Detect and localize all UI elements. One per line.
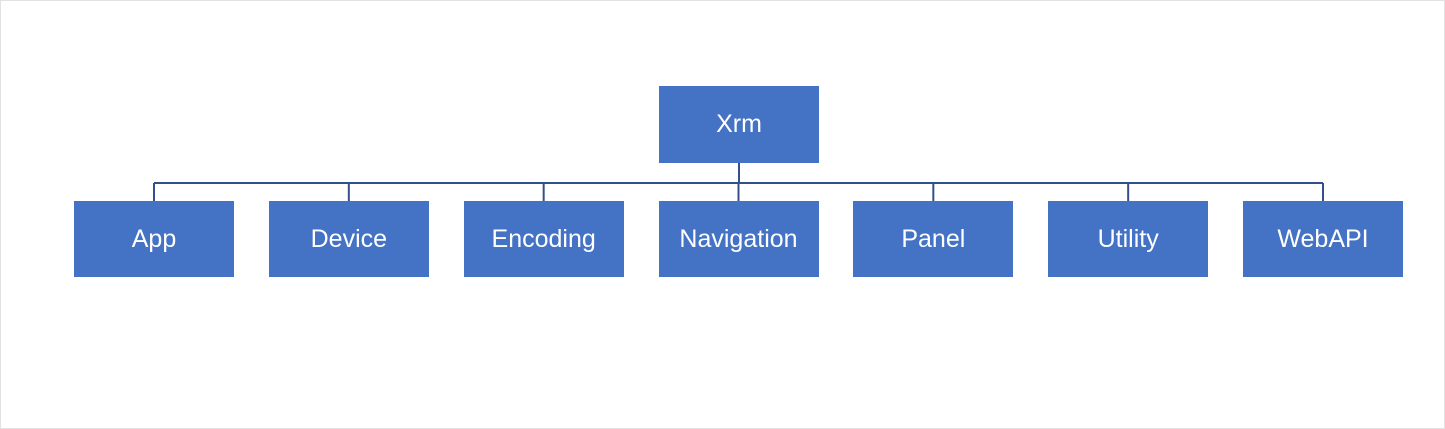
node-label: Utility — [1097, 224, 1159, 253]
node-root: Xrm — [659, 86, 819, 163]
node-panel: Panel — [853, 201, 1014, 277]
node-encoding: Encoding — [463, 201, 624, 277]
node-label: App — [131, 224, 177, 253]
node-utility: Utility — [1048, 201, 1209, 277]
node-label: Device — [310, 224, 388, 253]
node-navigation: Navigation — [658, 201, 819, 277]
node-label: Navigation — [679, 224, 798, 253]
node-app: App — [74, 201, 234, 277]
node-label: WebAPI — [1277, 224, 1369, 253]
node-root-label: Xrm — [716, 110, 762, 138]
node-label: Encoding — [491, 224, 596, 253]
node-webapi: WebAPI — [1243, 201, 1403, 277]
node-device: Device — [268, 201, 429, 277]
node-label: Panel — [901, 224, 966, 253]
